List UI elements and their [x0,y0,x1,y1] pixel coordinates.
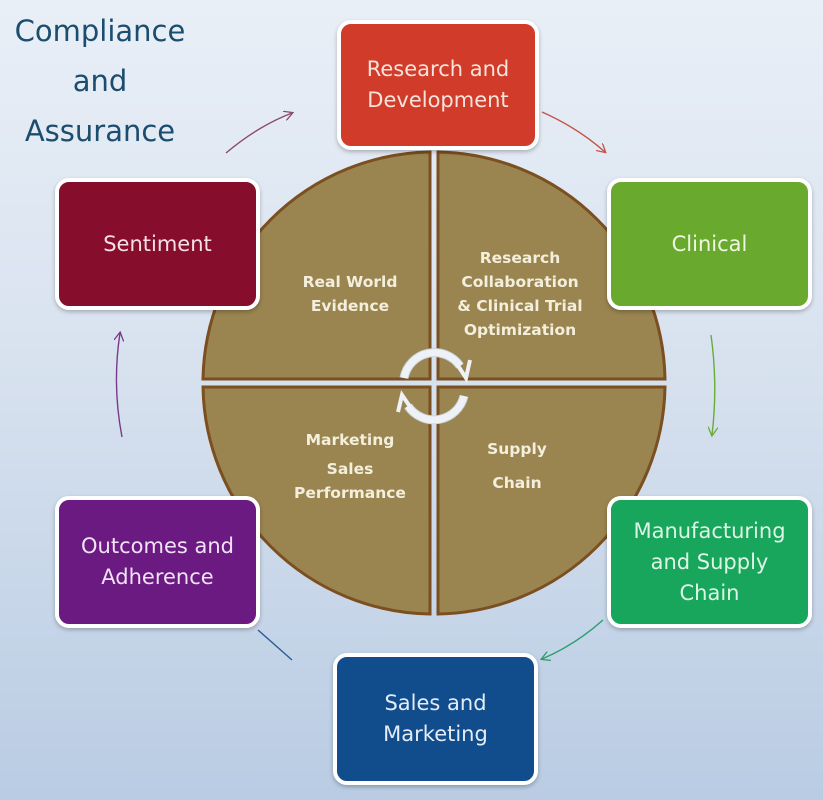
quadrant-label-research-collaboration: Research Collaboration & Clinical Trial … [440,246,600,342]
quadrant-label-real-world-evidence: Real World Evidence [275,270,425,318]
title-line: Compliance [14,14,186,48]
node-text: Chain [679,580,740,605]
quadrant-text: Collaboration [461,273,579,291]
title-line: Assurance [24,114,176,148]
node-text: and Supply [650,549,769,574]
quadrant-bottom-left [201,385,432,616]
quadrant-text: Performance [294,484,406,502]
node-text: Marketing [383,722,488,746]
diagram-title: Compliance and Assurance [0,6,200,156]
node-sentiment: Sentiment [55,178,260,310]
node-clinical: Clinical [607,178,812,310]
quadrant-text: Evidence [310,297,390,315]
node-text: Sentiment [103,231,212,256]
quadrant-top-left [201,150,432,381]
quadrant-text: Real World [302,273,398,291]
quadrant-top-right [436,150,667,381]
arrow-research-to-clinical [541,111,605,152]
node-text: Sales and [384,691,487,715]
quadrant-text: Supply [487,440,547,458]
quadrant-text: & Clinical Trial [457,297,583,315]
node-text: Research and [366,57,510,81]
arrow-sales-to-outcomes [257,629,293,661]
quadrant-text: Chain [492,474,542,492]
arrow-sentiment-to-research [225,113,292,154]
quadrant-bottom-right [436,385,667,616]
node-text: Clinical [671,231,748,256]
cycle-arrows-icon [396,348,472,425]
quadrant-label-marketing-sales: Marketing Sales Performance [270,423,430,505]
node-text: Manufacturing [633,518,786,543]
node-text: Outcomes and [81,534,234,558]
quadrant-text: Sales [326,460,374,478]
node-text: Adherence [101,565,214,589]
title-line: and [72,64,128,98]
quadrant-text: Optimization [463,321,577,339]
arrow-outcomes-to-sentiment [116,333,122,438]
arrow-clinical-to-manufacturing [711,334,715,435]
node-text: Development [367,88,509,112]
quadrant-label-supply-chain: Supply Chain [447,432,587,500]
quadrant-text: Research [479,249,561,267]
quadrant-text: Marketing [305,431,395,449]
arrow-manufacturing-to-sales [542,619,604,659]
